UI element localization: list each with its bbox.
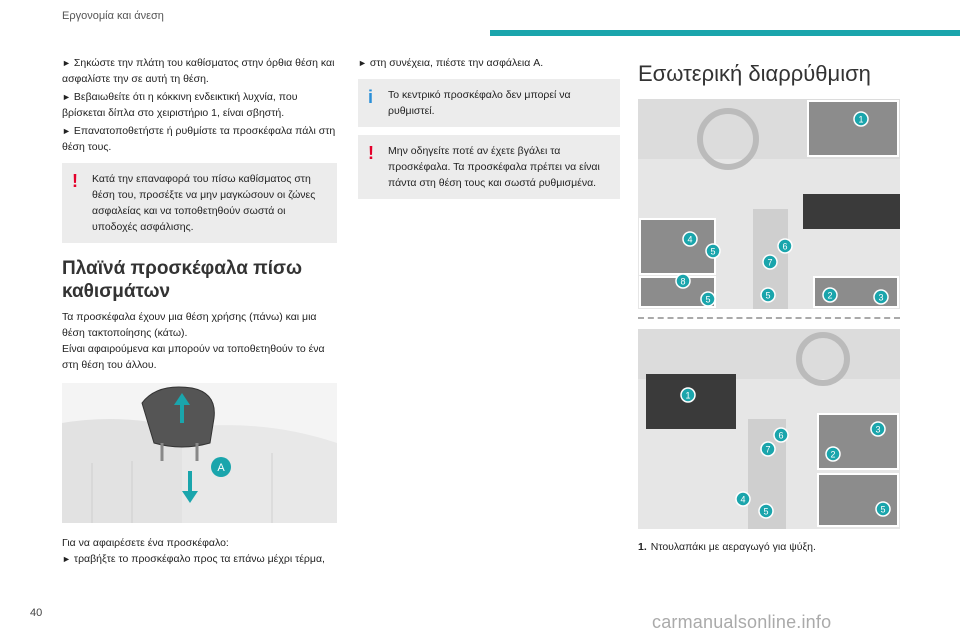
- callout-marker: [680, 387, 696, 403]
- warning-box: ! Κατά την επαναφορά του πίσω καθίσματος…: [62, 163, 337, 243]
- callout-label: 5: [765, 291, 770, 301]
- warning-box: ! Μην οδηγείτε ποτέ αν έχετε βγάλει τα π…: [358, 135, 620, 199]
- callout-marker: [777, 238, 793, 254]
- callout-label: 4: [740, 495, 745, 505]
- arrow-down-icon: [182, 471, 198, 503]
- paragraph: Τα προσκέφαλα έχουν μια θέση χρήσης (πάν…: [62, 311, 317, 339]
- arrow-icon: ►: [62, 554, 71, 564]
- section-heading: Πλαϊνά προσκέφαλα πίσω καθισμάτων: [62, 258, 303, 302]
- callout-label: 6: [782, 242, 787, 252]
- header-title: Εργονομία και άνεση: [62, 10, 164, 22]
- paragraph: Είναι αφαιρούμενα και μπορούν να τοποθετ…: [62, 343, 325, 371]
- warning-icon: !: [72, 171, 78, 191]
- callout-label: 1: [858, 115, 863, 125]
- callout-label: 2: [830, 450, 835, 460]
- arrow-up-icon: [174, 393, 190, 423]
- callout-marker: [675, 273, 691, 289]
- callout-marker: [735, 491, 751, 507]
- callout-label: 5: [705, 295, 710, 305]
- callout-marker: [870, 421, 886, 437]
- arrow-icon: ►: [62, 92, 71, 102]
- callout-marker: [762, 254, 778, 270]
- callout-marker: [825, 446, 841, 462]
- watermark: carmanualsonline.info: [652, 612, 832, 632]
- column-2: ►στη συνέχεια, πιέστε την ασφάλεια A. i …: [358, 55, 620, 207]
- callout-marker: [760, 287, 776, 303]
- bullet-item: ►Βεβαιωθείτε ότι η κόκκινη ενδεικτική λυ…: [62, 91, 298, 119]
- list-item: 1.Ντουλαπάκι με αεραγωγό για ψύξη.: [638, 541, 816, 553]
- callout-label: 2: [827, 291, 832, 301]
- callout-label: 1: [685, 391, 690, 401]
- page-number: 40: [30, 607, 43, 619]
- callout-label: 7: [767, 258, 772, 268]
- arrow-icon: ►: [62, 58, 71, 68]
- numbered-list: 1.Ντουλαπάκι με αεραγωγό για ψύξη.: [638, 539, 900, 555]
- info-icon: i: [368, 87, 374, 107]
- callout-marker: [822, 287, 838, 303]
- dashed-separator: [638, 317, 900, 319]
- callout-marker: [853, 111, 869, 127]
- figure-label-a: A: [217, 462, 225, 474]
- callout-marker: [705, 243, 721, 259]
- header-accent-bar: [490, 30, 960, 36]
- callout-label: 5: [763, 507, 768, 517]
- callout-label: 8: [680, 277, 685, 287]
- bullet-item: ►Σηκώστε την πλάτη του καθίσματος στην ό…: [62, 57, 335, 85]
- arrow-icon: ►: [62, 126, 71, 136]
- callout-marker: [682, 231, 698, 247]
- arrow-icon: ►: [358, 58, 367, 68]
- bullet-item: ►τραβήξτε το προσκέφαλο προς τα επάνω μέ…: [62, 553, 325, 565]
- callout-marker: [875, 501, 891, 517]
- callout-marker: [700, 291, 716, 307]
- callout-label: 7: [765, 445, 770, 455]
- bullet-item: ►Επανατοποθετήστε ή ρυθμίστε τα προσκέφα…: [62, 125, 336, 153]
- callout-marker: [758, 503, 774, 519]
- callout-label: 6: [778, 431, 783, 441]
- bullet-item: ►στη συνέχεια, πιέστε την ασφάλεια A.: [358, 57, 544, 69]
- callout-marker: [760, 441, 776, 457]
- section-heading: Εσωτερική διαρρύθμιση: [638, 61, 871, 86]
- callout-label: 4: [687, 235, 692, 245]
- warning-icon: !: [368, 143, 374, 163]
- callout-label: 5: [710, 247, 715, 257]
- callout-label: 3: [875, 425, 880, 435]
- info-box: i Το κεντρικό προσκέφαλο δεν μπορεί να ρ…: [358, 79, 620, 127]
- callout-marker: [773, 427, 789, 443]
- callout-label: 3: [878, 293, 883, 303]
- column-1: ►Σηκώστε την πλάτη του καθίσματος στην ό…: [62, 55, 337, 569]
- paragraph: Για να αφαιρέσετε ένα προσκέφαλο:: [62, 537, 229, 549]
- headrest-illustration: A: [62, 383, 337, 523]
- callout-marker: [873, 289, 889, 305]
- callout-label: 5: [880, 505, 885, 515]
